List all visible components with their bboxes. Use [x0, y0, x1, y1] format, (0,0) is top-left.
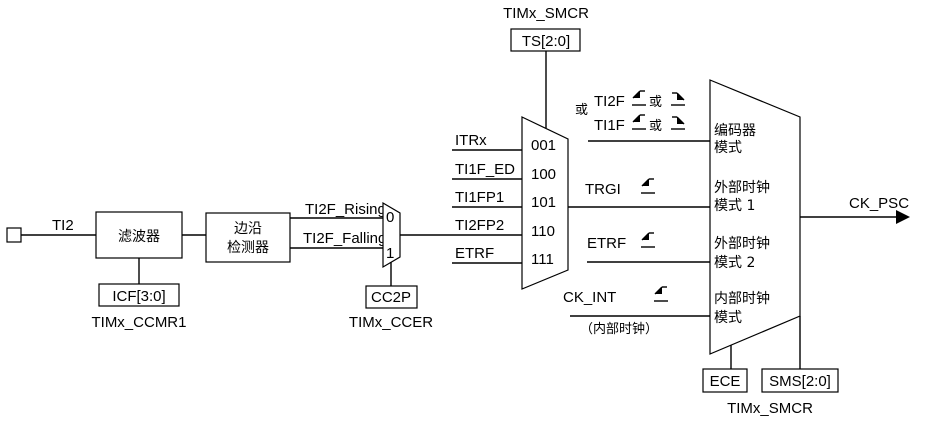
sms-field-label: SMS[2:0] — [769, 373, 831, 390]
filter-label: 滤波器 — [118, 229, 160, 245]
edge-detector-line2: 检测器 — [227, 240, 269, 256]
ece-field-box — [702, 368, 748, 393]
input-ti1fp1: TI1FP1 — [455, 189, 504, 206]
ck-int-label: CK_INT — [563, 289, 616, 306]
code-100: 100 — [531, 166, 556, 183]
mode-ext1-line2: 模式 1 — [714, 198, 755, 214]
falling-label: TI2F_Falling — [303, 230, 386, 247]
mux-input-0: 0 — [386, 209, 394, 226]
or-prefix: 或 — [575, 103, 588, 118]
etrf-mode-label: ETRF — [587, 235, 626, 252]
mode-ext1-line1: 外部时钟 — [714, 179, 770, 196]
rising-label: TI2F_Rising — [305, 201, 386, 218]
polarity-mux — [382, 201, 401, 269]
cc2p-field-label: CC2P — [371, 289, 411, 306]
mode-ext2-line2: 模式 2 — [714, 255, 755, 271]
ck-int-note: （内部时钟） — [580, 321, 658, 337]
input-itrx: ITRx — [455, 132, 487, 149]
trigger-mux — [521, 116, 569, 290]
mode-int-line2: 模式 — [714, 310, 742, 326]
input-ti2fp2: TI2FP2 — [455, 217, 504, 234]
edge-detector-line1: 边沿 — [234, 221, 262, 237]
code-111: 111 — [531, 251, 554, 268]
ti2-input-pin — [6, 227, 22, 243]
smcr-top-register-label: TIMx_SMCR — [503, 5, 589, 22]
mode-encoder-line1: 编码器 — [714, 123, 756, 139]
ck-psc-label: CK_PSC — [849, 195, 909, 212]
mode-encoder-line2: 模式 — [714, 140, 742, 156]
code-101: 101 — [531, 194, 556, 211]
or-mid-1: 或 — [649, 95, 662, 110]
icf-field-label: ICF[3:0] — [112, 288, 165, 305]
code-110: 110 — [531, 223, 555, 240]
input-etrf: ETRF — [455, 245, 494, 262]
smcr-bottom-register-label: TIMx_SMCR — [727, 400, 813, 417]
ti2-label: TI2 — [52, 217, 74, 234]
cc2p-field-box — [365, 285, 418, 309]
code-001: 001 — [531, 137, 556, 154]
arrow-right-icon — [896, 210, 910, 224]
ti1f-label: TI1F — [594, 117, 625, 134]
mux-input-1: 1 — [386, 245, 394, 262]
input-ti1f-ed: TI1F_ED — [455, 161, 515, 178]
sms-field-box — [761, 368, 839, 393]
trgi-label: TRGI — [585, 181, 621, 198]
or-mid-2: 或 — [649, 119, 662, 134]
ccmr1-register-label: TIMx_CCMR1 — [91, 314, 186, 331]
ece-field-label: ECE — [710, 373, 741, 390]
mode-int-line1: 内部时钟 — [714, 290, 770, 307]
mode-ext2-line1: 外部时钟 — [714, 235, 770, 252]
ti2f-label: TI2F — [594, 93, 625, 110]
ts-field-box — [510, 28, 581, 52]
edge-detector-box — [205, 212, 291, 263]
icf-field-box — [98, 283, 180, 307]
ts-field-label: TS[2:0] — [522, 33, 570, 50]
ccer-register-label: TIMx_CCER — [349, 314, 433, 331]
